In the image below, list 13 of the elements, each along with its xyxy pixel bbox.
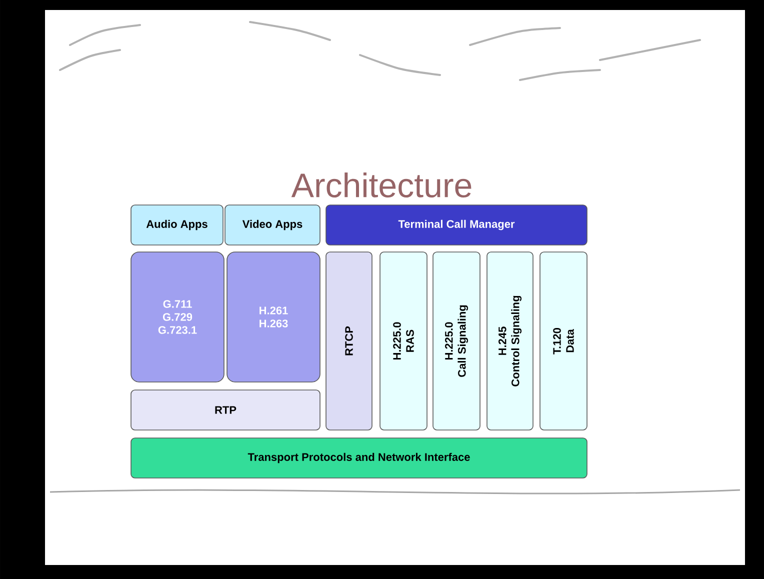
app-box: Audio Apps [130,204,224,246]
protocol-box: RTCP [326,252,372,430]
transport-box: Transport Protocols and Network Interface [130,438,588,478]
protocol-box: RTP [130,390,320,430]
protocol-box: H.245 Control Signaling [486,252,534,430]
title: Architecture [291,172,472,198]
protocol-box: H.225.0 RAS [380,252,428,430]
protocol-box: T.120 Data [540,252,588,430]
codec-box: G.711 G.729 G.723.1 [130,252,224,382]
manager-box: Terminal Call Manager [326,204,588,246]
protocol-box: H.225.0 Call Signaling [432,252,480,430]
codec-box: H.261 H.263 [226,252,320,382]
app-box: Video Apps [224,204,320,246]
